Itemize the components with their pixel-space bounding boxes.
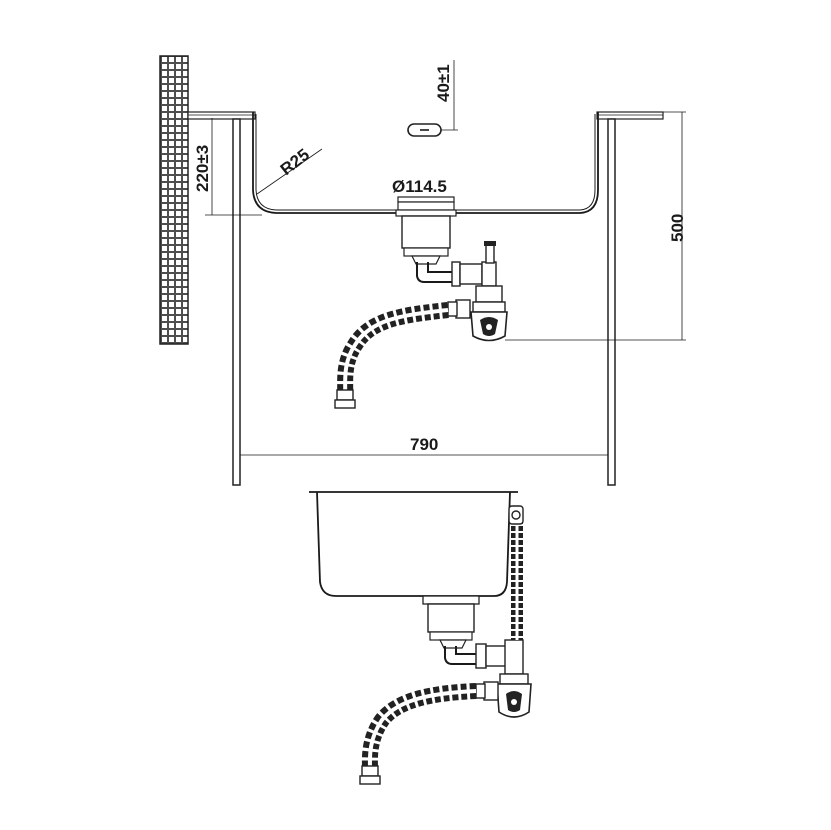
drain-strainer <box>395 196 457 265</box>
cabinet-width-dimension: 790 <box>240 435 608 456</box>
cabinet-width-label: 790 <box>410 435 438 454</box>
side-sink-bowl <box>316 491 511 597</box>
overflow-height-label: 40±1 <box>434 64 453 102</box>
side-section-view <box>309 491 532 785</box>
bowl-depth-dimension: 220±3 <box>193 118 262 216</box>
cabinet-height-label: 500 <box>668 214 687 242</box>
corner-radius-annotation: R25 <box>256 145 323 195</box>
side-drain <box>422 595 480 649</box>
bowl-depth-label: 220±3 <box>193 145 212 192</box>
tiled-wall <box>159 55 189 345</box>
overflow-height-dimension: 40±1 <box>434 60 458 131</box>
corrugated-hose <box>334 302 449 409</box>
siphon-trap <box>416 241 508 342</box>
overflow-hose <box>508 505 524 640</box>
side-corrugated-hose <box>359 683 477 785</box>
cabinet-panels <box>232 118 616 486</box>
cabinet-height-dimension: 500 <box>505 111 687 341</box>
drain-diameter-label: Ø114.5 <box>392 177 447 196</box>
countertop <box>187 111 664 120</box>
corner-radius-label: R25 <box>277 145 313 179</box>
side-siphon-trap <box>444 639 532 718</box>
front-section-view: 40±1 220±3 R25 Ø114.5 <box>159 55 687 486</box>
